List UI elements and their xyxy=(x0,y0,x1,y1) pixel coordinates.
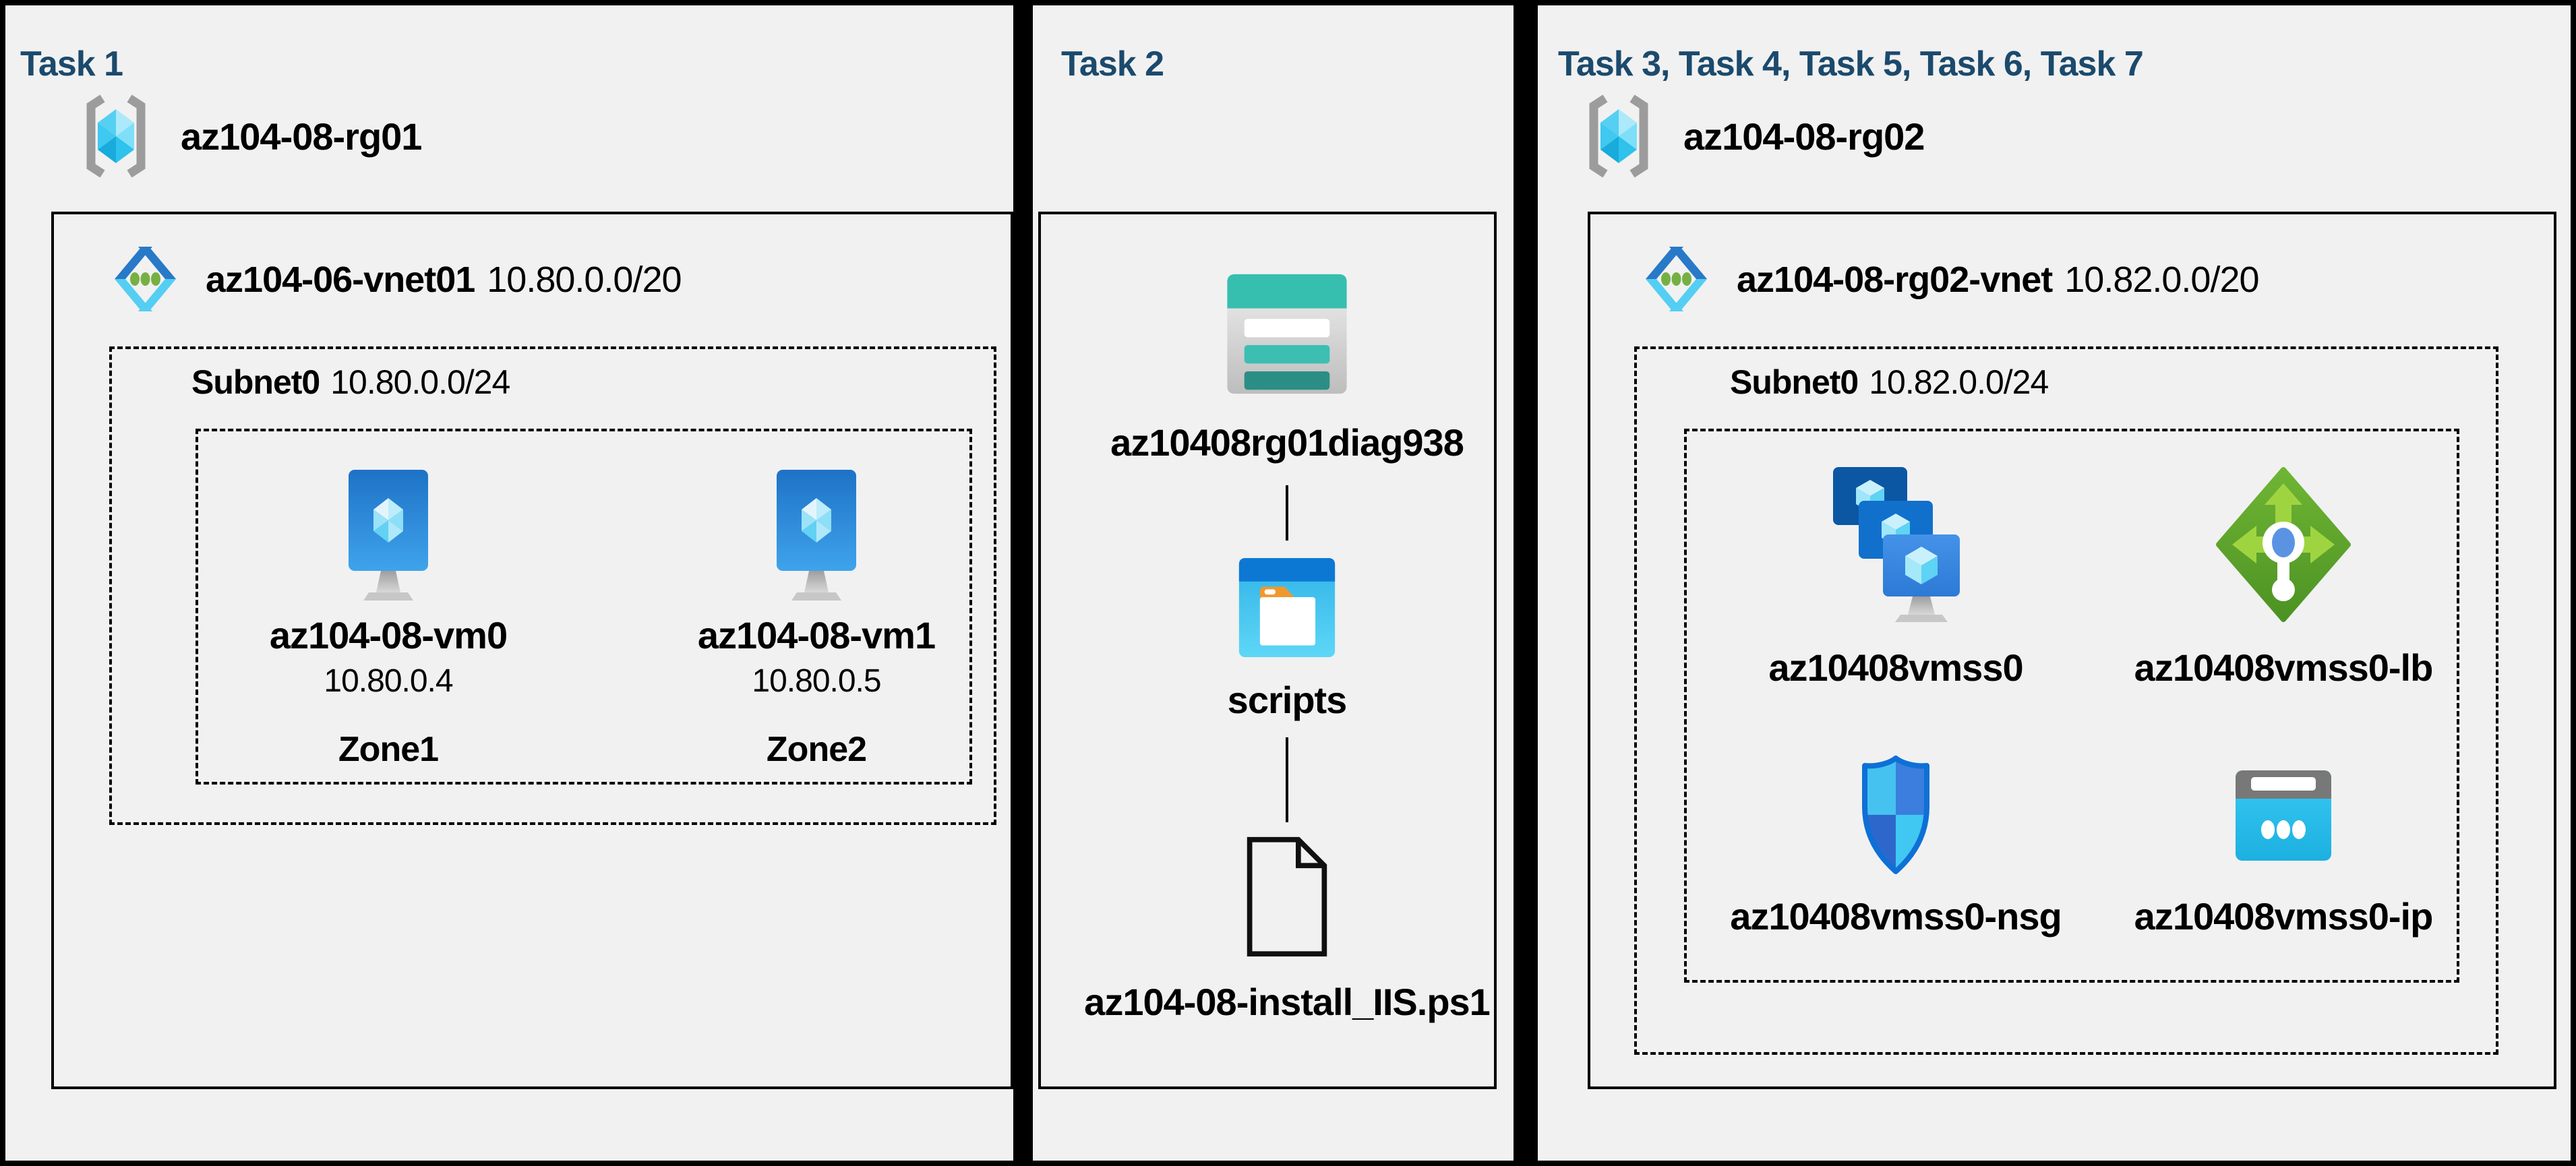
resource-group-name: az104-08-rg02 xyxy=(1683,115,1925,158)
script-file-name: az104-08-install_IIS.ps1 xyxy=(1084,981,1491,1023)
container-name: scripts xyxy=(1227,679,1348,721)
vm-scale-set-icon xyxy=(1832,466,1960,624)
vm-cell-1: az104-08-vm1 10.80.0.5 Zone2 xyxy=(658,465,975,770)
vm1-name: az104-08-vm1 xyxy=(697,614,936,656)
vmss-icon-box xyxy=(1707,450,2085,639)
resources-box: az10408vmss0 az10408vmss0-lb az10408vmss… xyxy=(1684,429,2459,983)
nsg-name: az10408vmss0-nsg xyxy=(1730,895,2062,938)
resource-group-row: az104-08-rg01 xyxy=(78,86,422,186)
virtual-network-icon xyxy=(107,244,184,315)
panel-task3-7-title: Task 3, Task 4, Task 5, Task 6, Task 7 xyxy=(1558,44,2144,84)
vm-cell-0: az104-08-vm0 10.80.0.4 Zone1 xyxy=(230,465,547,770)
vmss-name: az10408vmss0 xyxy=(1768,646,2023,689)
vm0-icon-box xyxy=(230,465,547,607)
vm0-ip: 10.80.0.4 xyxy=(324,663,453,699)
file-icon xyxy=(1243,834,1331,959)
lb-name: az10408vmss0-lb xyxy=(2134,646,2434,689)
resource-group-icon xyxy=(78,92,154,181)
virtual-network-icon xyxy=(1638,244,1715,315)
ip-cell: az10408vmss0-ip xyxy=(2095,743,2472,938)
vm1-ip: 10.80.0.5 xyxy=(752,663,881,699)
public-ip-icon xyxy=(2233,768,2334,863)
network-security-group-icon xyxy=(1849,754,1943,877)
connector-scripts-file xyxy=(1286,737,1288,822)
resource-group-row: az104-08-rg02 xyxy=(1581,86,1925,186)
vm0-zone: Zone1 xyxy=(338,730,439,769)
storage-container-box: az10408rg01diag938 scripts az104-08-inst… xyxy=(1038,212,1497,1089)
nsg-icon-box xyxy=(1707,743,2085,888)
vm1-zone: Zone2 xyxy=(766,730,867,769)
panel-task1-title: Task 1 xyxy=(20,44,123,84)
panel-task2: Task 2 az10408rg01diag938 scripts az104-… xyxy=(1033,5,1514,1161)
blob-container-icon xyxy=(1236,555,1338,660)
storage-account-name: az10408rg01diag938 xyxy=(1110,421,1464,464)
panel-task3-7: Task 3, Task 4, Task 5, Task 6, Task 7 a… xyxy=(1538,5,2571,1161)
virtual-machine-icon xyxy=(766,467,867,605)
resource-group-icon xyxy=(1581,92,1656,181)
nsg-cell: az10408vmss0-nsg xyxy=(1707,743,2085,938)
ip-name: az10408vmss0-ip xyxy=(2134,895,2434,938)
lb-icon-box xyxy=(2095,450,2472,639)
load-balancer-icon xyxy=(2216,467,2351,622)
file-item xyxy=(1243,834,1331,959)
virtual-machine-icon xyxy=(338,467,439,605)
vm0-name: az104-08-vm0 xyxy=(269,614,508,656)
ip-icon-box xyxy=(2095,743,2472,888)
zones-box: az104-08-vm0 10.80.0.4 Zone1 az104-08-vm… xyxy=(196,429,972,785)
vmss-cell: az10408vmss0 xyxy=(1707,450,2085,689)
connector-storage-scripts xyxy=(1286,485,1288,541)
lb-cell: az10408vmss0-lb xyxy=(2095,450,2472,689)
container-item xyxy=(1236,555,1338,660)
storage-account-icon xyxy=(1225,272,1350,396)
panel-task2-title: Task 2 xyxy=(1061,44,1164,84)
storage-item xyxy=(1225,272,1350,396)
resource-group-name: az104-08-rg01 xyxy=(181,115,422,158)
vm1-icon-box xyxy=(658,465,975,607)
